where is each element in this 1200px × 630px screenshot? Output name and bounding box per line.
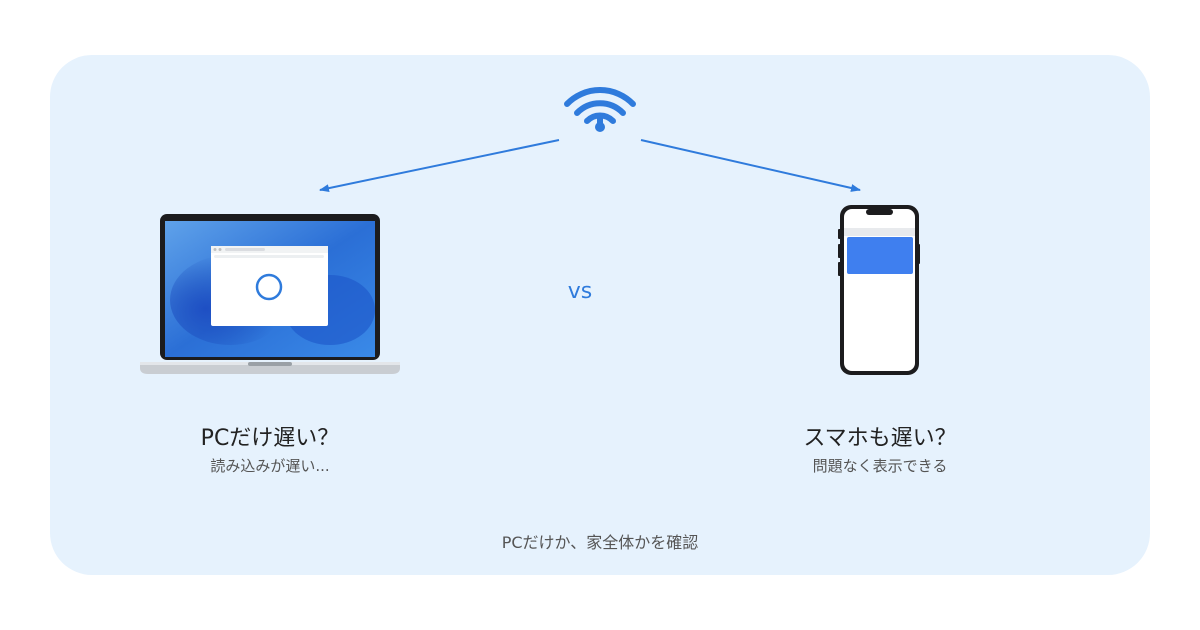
pc-question-subtitle: 読み込みが遅い...	[210, 457, 330, 475]
phone-content-block	[847, 237, 913, 274]
phone-question-title: スマホも遅い？	[803, 426, 957, 451]
phone-question-subtitle: 問題なく表示できる	[812, 457, 948, 475]
wifi-icon	[564, 87, 636, 132]
arrow-to-pc	[319, 139, 560, 193]
vs-label: vs	[567, 279, 593, 304]
smartphone-illustration	[838, 205, 920, 375]
pc-question-title: PCだけ遅い？	[200, 426, 340, 451]
footer-caption: PCだけか、家全体かを確認	[501, 533, 699, 552]
browser-window	[211, 246, 328, 326]
arrow-to-phone	[640, 139, 861, 192]
loading-spinner-icon	[255, 273, 283, 301]
laptop-illustration	[140, 214, 400, 374]
